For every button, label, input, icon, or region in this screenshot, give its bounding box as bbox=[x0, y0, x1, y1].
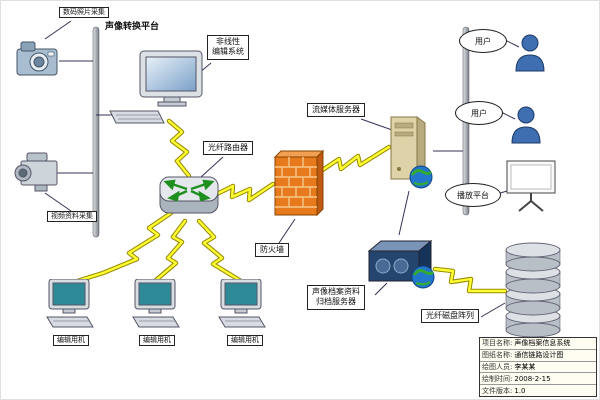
disk-array-icon bbox=[505, 242, 561, 338]
label-av-platform: 声像转换平台 bbox=[101, 21, 164, 35]
label-user-top: 用户 bbox=[459, 29, 507, 53]
label-video-capture: 视频资料采集 bbox=[47, 211, 97, 223]
title-block-row: 文件版本: 1.0 bbox=[482, 386, 526, 395]
tower-server-icon bbox=[390, 116, 433, 189]
rack-server-icon bbox=[367, 239, 435, 289]
user-icon bbox=[515, 34, 545, 72]
label-user-mid: 用户 bbox=[455, 101, 503, 125]
title-block-row: 绘图人员: 李某某 bbox=[480, 362, 596, 374]
label-stream-server: 流媒体服务器 bbox=[307, 103, 365, 118]
label-edit-pc-3: 编辑用机 bbox=[227, 335, 263, 347]
desktop-pc-icon bbox=[218, 279, 266, 328]
left-bus-bar bbox=[92, 26, 100, 238]
label-edit-pc-2: 编辑用机 bbox=[139, 335, 175, 347]
desktop-pc-icon bbox=[132, 279, 180, 328]
label-photo-capture: 数码照片采集 bbox=[59, 7, 109, 19]
title-block: 项目名称: 声像档案信息系统 图纸名称: 通信链路设计图 绘图人员: 李某某 绘… bbox=[479, 337, 597, 397]
firewall-icon bbox=[273, 149, 325, 217]
projection-screen-icon bbox=[506, 160, 556, 212]
lightning-link-icon bbox=[68, 118, 508, 294]
label-edit-pc-1: 编辑用机 bbox=[53, 335, 89, 347]
video-camera-icon bbox=[14, 152, 58, 192]
label-archive-server: 声像档案资料 归档服务器 bbox=[307, 285, 365, 310]
label-fiber-router: 光纤路由器 bbox=[203, 141, 253, 156]
title-block-row: 绘制时间: 2008-2-15 bbox=[480, 373, 596, 386]
label-playback-platform: 播放平台 bbox=[445, 183, 501, 207]
router-icon bbox=[159, 176, 219, 214]
title-block-row: 图纸名称: 通信链路设计图 bbox=[480, 350, 596, 362]
desktop-pc-icon bbox=[46, 279, 94, 328]
label-nonlinear-editing: 非线性 编辑系统 bbox=[207, 35, 249, 60]
label-disk-array: 光纤磁盘阵列 bbox=[421, 309, 479, 324]
title-block-row: 项目名称: 声像档案信息系统 bbox=[480, 338, 596, 350]
thin-connectors bbox=[44, 20, 520, 318]
photo-camera-icon bbox=[16, 41, 58, 76]
label-firewall: 防火墙 bbox=[255, 243, 289, 258]
user-icon bbox=[511, 106, 541, 144]
workstation-icon bbox=[109, 50, 203, 124]
